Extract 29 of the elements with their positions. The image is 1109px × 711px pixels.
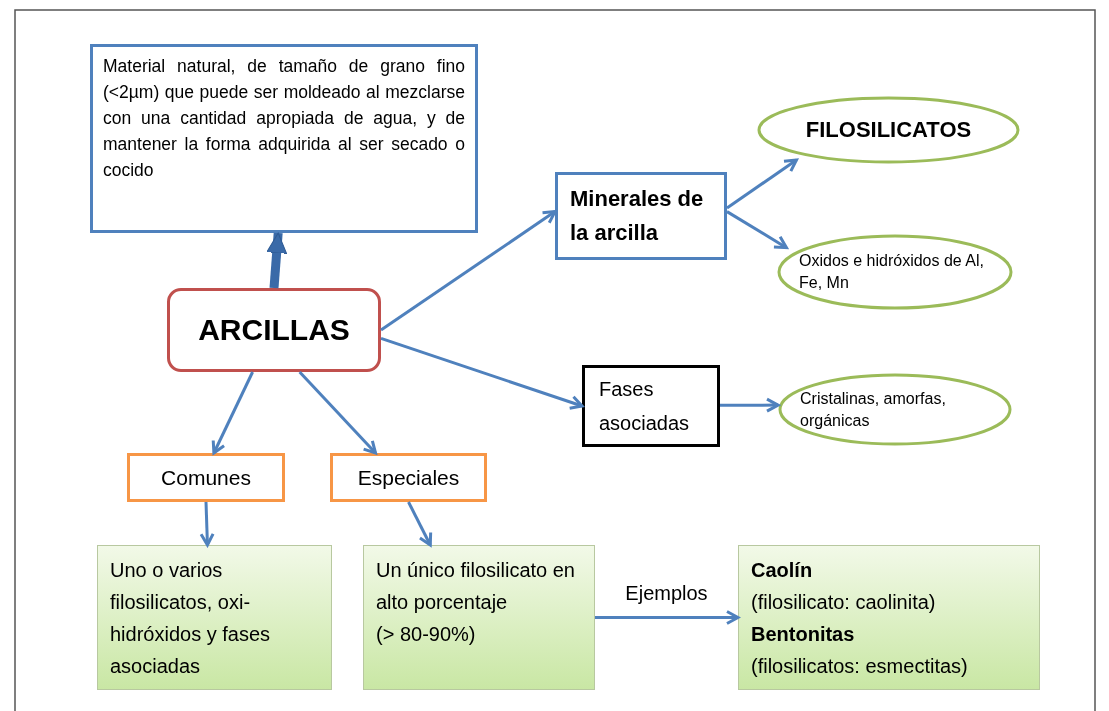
node-text: (> 80-90%) [376,622,477,647]
description-box [97,545,332,690]
edge-label: Ejemplos [625,581,708,605]
category-box [330,453,487,502]
concept-box [582,365,720,447]
node-text: Caolín [751,558,814,583]
definition-text: Material natural, de tamaño de grano fino (<2µm) que puede ser moldeado al mezclarse con una cantidad apropiada de agua, y de mantener la forma adquirida al ser secado o cocido [103,55,465,182]
concept-ellipse [777,234,1013,310]
category-box [127,453,285,502]
node-text: Especiales [357,465,460,490]
node-text: Comunes [161,465,251,490]
concept-ellipse [757,96,1020,164]
node-text: Bentonitas [751,622,856,647]
node-text: (filosilicatos: esmectitas) [751,654,969,679]
description-box [738,545,1040,690]
node-text: Oxidos e hidróxidos de Al, Fe, Mn [799,251,985,293]
node-text: FILOSILICATOS [805,116,972,144]
node-text: Minerales de la arcilla [570,185,705,247]
node-text: ARCILLAS [198,313,350,347]
node-text: Cristalinas, amorfas, orgánicas [800,388,947,431]
concept-box [555,172,727,260]
node-text: (filosilicato: caolinita) [751,590,937,615]
main-concept-box [167,288,381,372]
node-text: Uno o varios filosilicatos, oxi-hidróxidos y fases asociadas [110,558,272,679]
concept-ellipse [778,373,1012,446]
node-text: Fases asociadas [599,377,691,436]
description-box [363,545,595,690]
node-text: Un único filosilicato en alto porcentaje [376,558,576,615]
definition-box [90,44,478,233]
